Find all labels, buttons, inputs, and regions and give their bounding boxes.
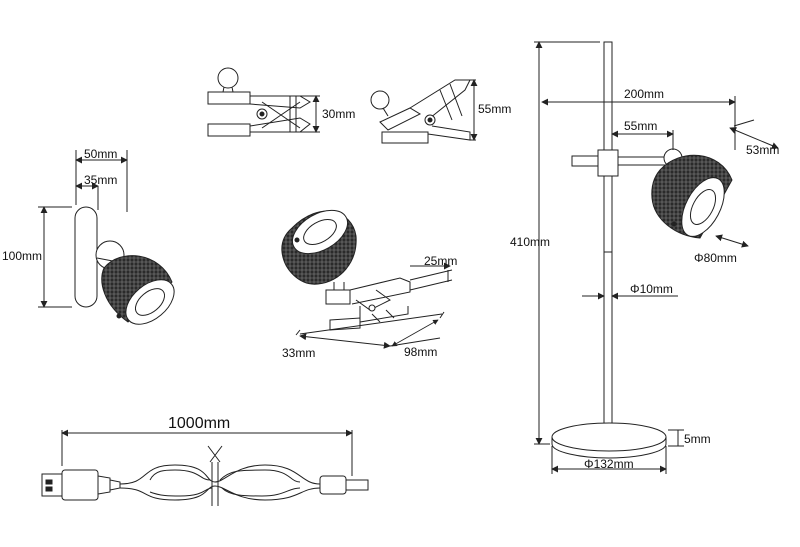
label-clip-closed: 55mm xyxy=(478,102,511,116)
label-clamp-depth: 33mm xyxy=(282,346,315,360)
desk-lamp-head xyxy=(651,154,733,239)
label-cable-length: 1000mm xyxy=(168,415,230,432)
label-wall-width: 50mm xyxy=(84,147,117,161)
lamp-collar xyxy=(597,149,619,177)
label-pole-diameter: Φ10mm xyxy=(630,282,673,296)
usb-c-plug xyxy=(319,475,347,495)
label-wall-offset: 35mm xyxy=(84,173,117,187)
usb-plug-body xyxy=(61,469,99,501)
clip-closed xyxy=(207,67,320,137)
label-clamp-length: 98mm xyxy=(404,345,437,359)
usb-plug-tip xyxy=(41,473,63,497)
label-arm-offset: 55mm xyxy=(624,119,657,133)
label-clip-open: 30mm xyxy=(322,107,355,121)
label-wall-height: 100mm xyxy=(2,249,42,263)
label-head-diameter: Φ80mm xyxy=(694,251,737,265)
wall-mount-lamp xyxy=(38,150,175,325)
clip-open xyxy=(370,79,478,144)
wall-plate xyxy=(74,206,98,308)
label-clamp-jaw: 25mm xyxy=(424,254,457,268)
clamp-lamp xyxy=(281,209,453,349)
usb-cable xyxy=(41,429,369,506)
label-base-diameter: Φ132mm xyxy=(584,457,634,471)
dimension-labels: 50mm 35mm 100mm 30mm 55mm 25mm 33mm 98mm… xyxy=(2,87,779,471)
lamp-arm xyxy=(617,156,671,166)
label-arm-reach: 200mm xyxy=(624,87,664,101)
lamp-base xyxy=(551,422,667,452)
clamp-lamp-head xyxy=(281,209,357,285)
wall-lamp-head xyxy=(101,255,175,325)
label-lamp-height: 410mm xyxy=(510,235,550,249)
desk-lamp xyxy=(534,41,779,474)
label-head-depth: 53mm xyxy=(746,143,779,157)
label-base-height: 5mm xyxy=(684,432,711,446)
